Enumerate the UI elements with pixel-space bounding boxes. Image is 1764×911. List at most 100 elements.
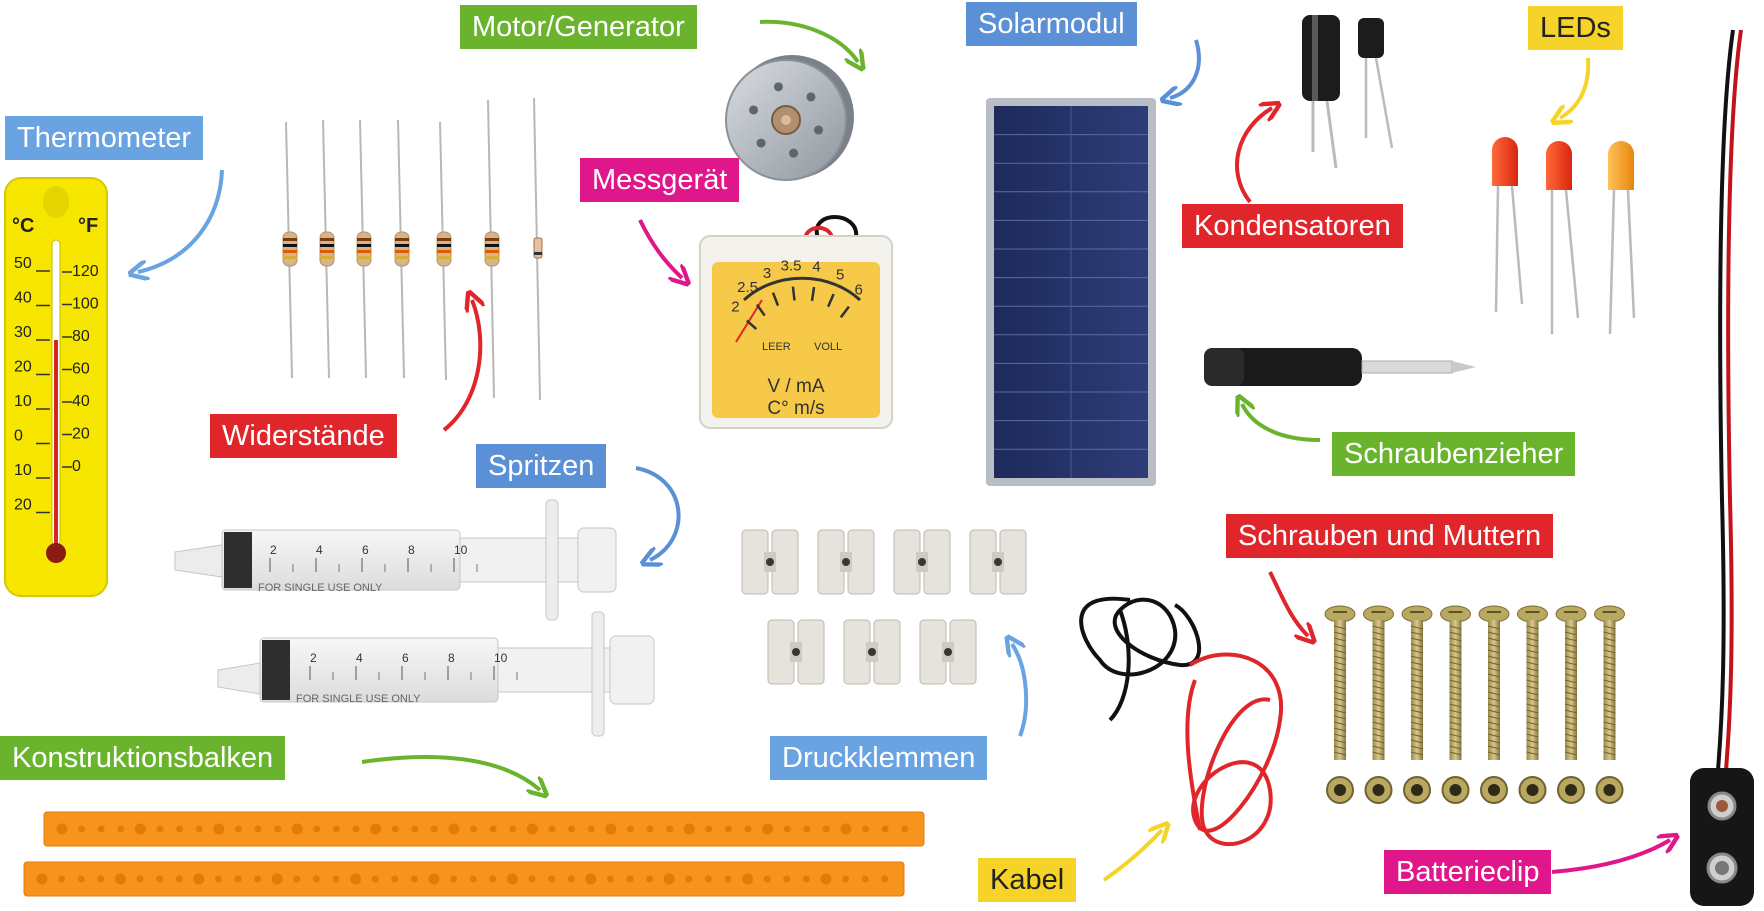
resistor-body (484, 231, 500, 267)
battery-wire-red (1724, 29, 1743, 771)
beam-hole (350, 873, 362, 885)
syringe-2-print: FOR SINGLE USE ONLY (296, 693, 421, 705)
beam-hole (587, 825, 595, 833)
clamp (969, 529, 1027, 595)
meter-scale-tick (791, 286, 796, 301)
syringe-mark-label: 8 (408, 543, 415, 557)
screw-thread (1603, 643, 1616, 648)
screw-thread (1333, 709, 1347, 714)
meter-units-line1: V / mA (767, 376, 824, 397)
clamp (893, 529, 951, 595)
clamp-hole (842, 558, 850, 566)
resistor-band (437, 238, 451, 241)
screw-thread (1333, 637, 1347, 642)
screw-thread (1526, 739, 1539, 744)
beam-hole (36, 873, 48, 885)
screw-thread (1487, 685, 1501, 690)
meter-scale-label: 4 (812, 258, 820, 275)
screw-thread (1449, 655, 1462, 660)
screw-thread (1603, 733, 1616, 738)
label-widerstaende: Widerstände (210, 414, 397, 458)
screw-thread (1333, 661, 1347, 666)
beam-hole (862, 825, 870, 833)
syringe-mark-label: 2 (270, 543, 277, 557)
meter-leer: LEER (762, 341, 791, 353)
screw-thread (1487, 715, 1501, 720)
beam-hole (646, 875, 654, 883)
screw-thread (1603, 679, 1616, 684)
screw-thread (1564, 733, 1578, 738)
thermometer-fahrenheit-tick: 80 (72, 328, 90, 345)
syringe-mark-label: 10 (454, 543, 468, 557)
screw-thread (1333, 751, 1347, 756)
screw-thread (1372, 703, 1385, 708)
screw-thread (1333, 667, 1347, 672)
screw-thread (1410, 625, 1424, 630)
screw-thread (1487, 655, 1501, 660)
screw-thread (1333, 739, 1347, 744)
beam-hole (881, 875, 889, 883)
resistor-band (320, 250, 334, 253)
resistor-band (320, 256, 334, 259)
screw-thread (1410, 709, 1424, 714)
beam-hole (509, 825, 517, 833)
thermometer-celsius-tick: 40 (14, 290, 32, 307)
battery-clip-snap-2-center (1715, 861, 1729, 875)
screw (1363, 605, 1394, 760)
screw-thread (1333, 631, 1347, 636)
screw-thread (1372, 661, 1385, 666)
screw-thread (1526, 691, 1539, 696)
screw-thread (1410, 643, 1424, 648)
beam-hole (293, 875, 301, 883)
screw-thread (1603, 739, 1616, 744)
screw-thread (1333, 649, 1347, 654)
screw-thread (1564, 625, 1578, 630)
screw-thread (1564, 649, 1578, 654)
screw (1401, 605, 1433, 760)
screw-thread (1410, 739, 1424, 744)
clamps-item (741, 529, 1027, 685)
screw-thread (1410, 733, 1424, 738)
screw-thread (1487, 637, 1501, 642)
thermometer-celsius-tick: 10 (14, 462, 32, 479)
beam-hole (840, 823, 852, 835)
screw-thread (1449, 739, 1462, 744)
screw-thread (1449, 685, 1462, 690)
cable-black (1079, 596, 1202, 677)
capacitor-large-stripe (1312, 15, 1318, 101)
screw-thread (1603, 625, 1616, 630)
resistor-band (485, 238, 499, 241)
beam-hole (371, 875, 379, 883)
label-kabel: Kabel (978, 858, 1077, 902)
beam-hole (411, 825, 419, 833)
screw-thread (1564, 751, 1578, 756)
screw-thread (1564, 703, 1578, 708)
arrow-meter (638, 219, 682, 278)
screw-thread (1333, 673, 1347, 678)
screw-thread (1487, 697, 1501, 702)
arrow-screwdriver (1242, 404, 1321, 442)
screw-thread (1372, 649, 1385, 654)
beam-hole (685, 875, 693, 883)
screw-thread (1410, 685, 1424, 690)
nut-hole (1411, 784, 1423, 796)
thermometer-hole (43, 186, 69, 218)
nut (1326, 776, 1354, 804)
resistor (282, 121, 298, 379)
screw-thread (1603, 655, 1616, 660)
meter-scale-tick (826, 293, 835, 308)
screw-thread (1372, 751, 1385, 756)
resistor (436, 121, 452, 381)
beam-hole (526, 823, 538, 835)
motor-holes (749, 82, 823, 158)
syringe-1-flange (545, 499, 559, 621)
screw-thread (1449, 649, 1462, 654)
screw-thread (1372, 655, 1385, 660)
beam-hole (666, 825, 674, 833)
capacitor-large (1302, 15, 1340, 101)
beam-holes (36, 823, 909, 885)
led-red-1 (1492, 137, 1524, 313)
screw-shaft (1449, 620, 1462, 760)
